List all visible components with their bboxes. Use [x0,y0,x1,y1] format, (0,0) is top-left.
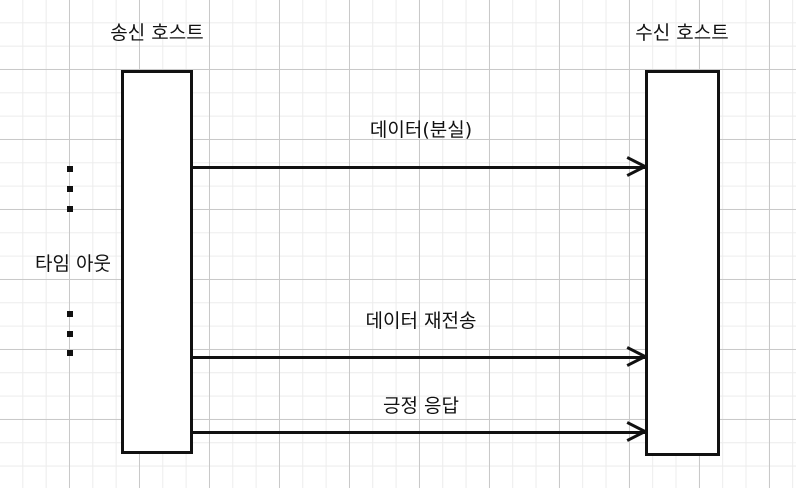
receiver-lifeline-title: 수신 호스트 [635,22,729,44]
message-label-3: 긍정 응답 [383,395,459,417]
message-label-1: 데이터(분실) [369,119,473,141]
sender-lifeline-title: 송신 호스트 [110,22,204,44]
timeout-dot-icon [67,206,73,212]
arrow-shaft [193,356,645,359]
receiver-lifeline-box [645,70,720,456]
timeout-dot-icon [67,166,73,172]
timeout-dot-icon [67,331,73,337]
message-label-2: 데이터 재전송 [365,310,477,332]
timeout-dot-icon [67,186,73,192]
timeout-dot-icon [67,350,73,356]
sender-lifeline-box [121,70,193,454]
arrow-shaft [193,166,645,169]
timeout-label: 타임 아웃 [35,253,111,275]
timeout-dot-icon [67,311,73,317]
arrow-shaft [193,431,645,434]
